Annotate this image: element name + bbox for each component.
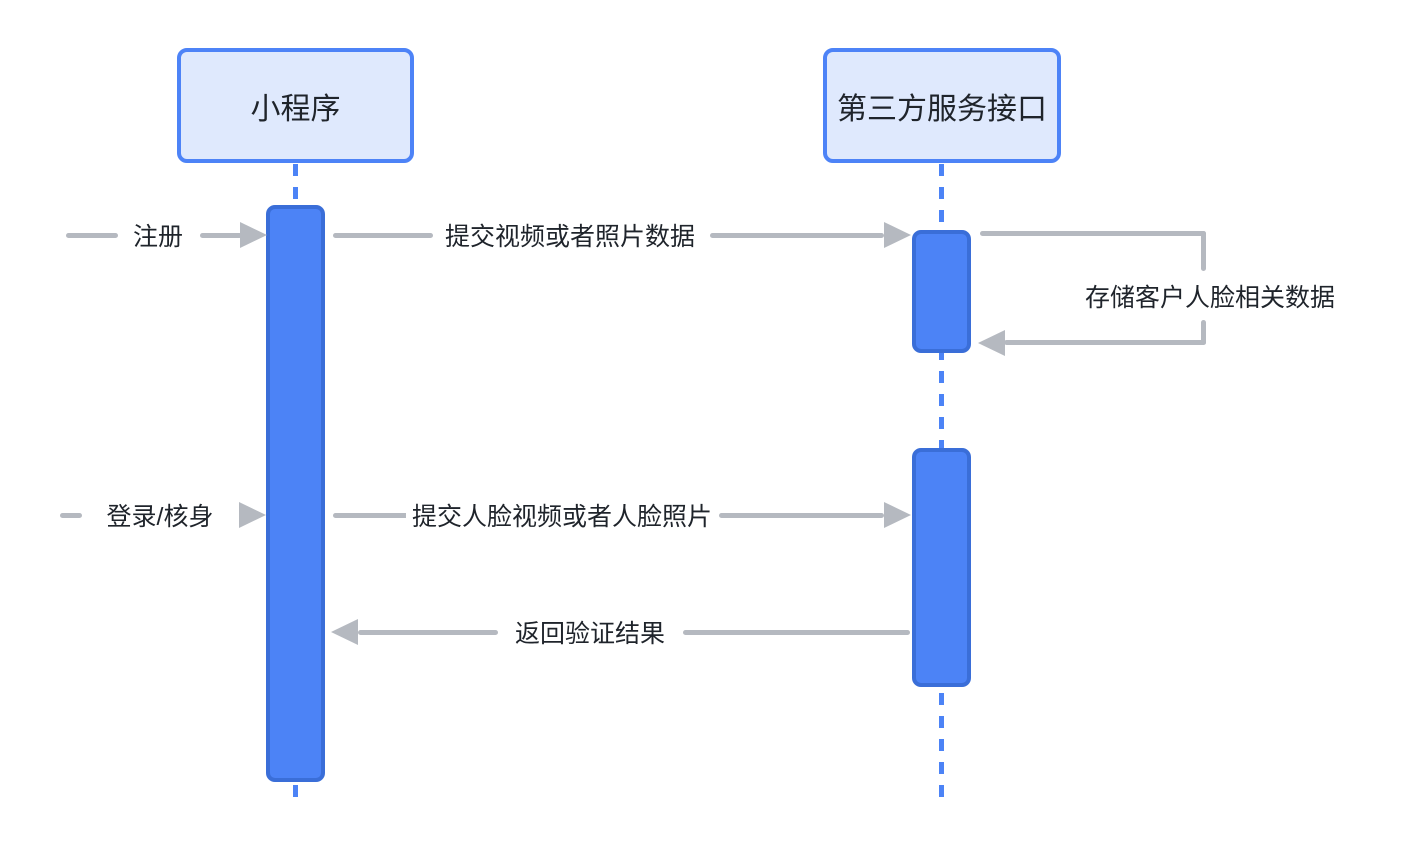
message-register-line-left [66,233,118,238]
message-submit-data-line-right [710,233,884,238]
self-loop-arrowhead-icon [978,330,1005,356]
message-submit-face-arrowhead-icon [884,502,911,528]
actor-third-party-label: 第三方服务接口 [837,92,1047,126]
self-loop-top-line [980,231,1206,236]
message-login-line-left [60,513,82,518]
self-loop-right-line-upper [1201,231,1206,271]
message-submit-data-label: 提交视频或者照片数据 [438,217,702,253]
message-register-label: 注册 [126,217,190,253]
message-submit-data-line-left [333,233,433,238]
message-submit-data-arrowhead-icon [884,222,911,248]
activation-third-party-1[interactable] [912,230,971,353]
actor-third-party[interactable]: 第三方服务接口 [823,48,1061,163]
message-submit-face-label: 提交人脸视频或者人脸照片 [405,497,719,533]
message-register-arrowhead-icon [240,222,267,248]
message-login-arrowhead-icon [239,502,266,528]
message-return-label: 返回验证结果 [508,614,672,650]
self-loop-right-line-lower [1201,320,1206,345]
actor-mini-program-label: 小程序 [250,92,341,126]
message-return-line-right [683,630,910,635]
message-return-arrowhead-icon [331,619,358,645]
actor-mini-program[interactable]: 小程序 [177,48,414,163]
message-submit-face-line-right [719,513,884,518]
self-loop-bottom-line [1004,340,1206,345]
activation-mini-program[interactable] [266,205,325,782]
message-login-label: 登录/核身 [100,497,220,533]
message-return-line-left [358,630,498,635]
activation-third-party-2[interactable] [912,448,971,687]
message-submit-face-line-left [333,513,411,518]
self-loop-store-label: 存储客户人脸相关数据 [1078,278,1342,314]
message-register-line-right [200,233,242,238]
